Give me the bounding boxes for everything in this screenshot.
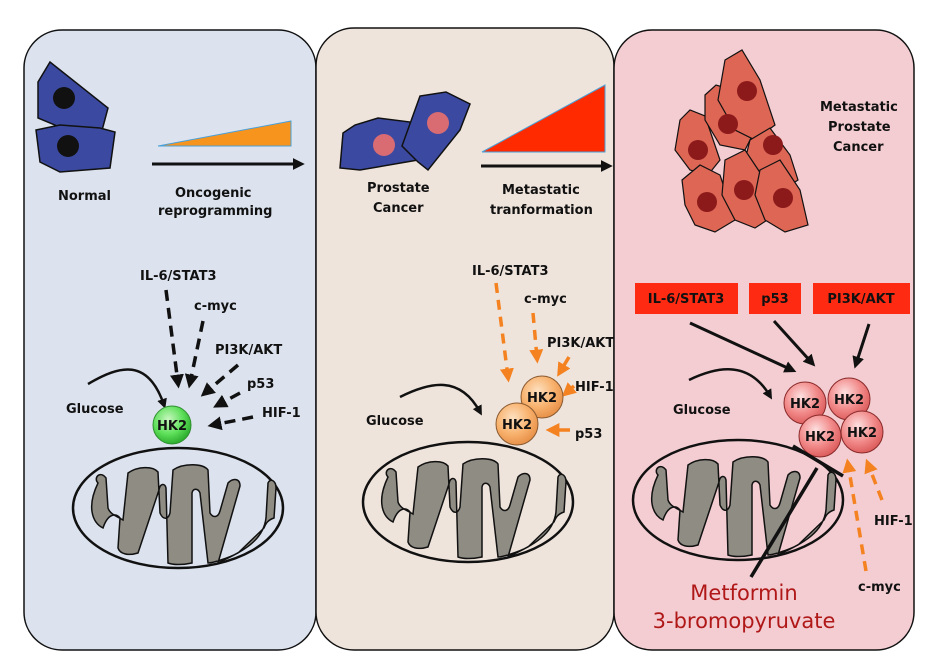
box-il6 bbox=[635, 283, 738, 314]
cancer-cells bbox=[339, 91, 471, 172]
glucose-label-2: Glucose bbox=[366, 414, 424, 429]
glucose-arrow-2 bbox=[399, 383, 482, 416]
hk2-label-3a: HK2 bbox=[790, 397, 820, 412]
normal-label: Normal bbox=[58, 189, 111, 204]
arrow-p53 bbox=[213, 391, 241, 408]
metastatic-label-line2: Prostate bbox=[828, 120, 891, 135]
regulator-pi3k: PI3K/AKT bbox=[215, 343, 282, 358]
prostate-cancer-label-line1: Prostate bbox=[367, 181, 430, 196]
arrow-pi3k bbox=[200, 363, 240, 397]
inhibition-bar bbox=[749, 444, 844, 578]
metastatic-label-line1: Metastatic bbox=[820, 100, 898, 115]
arrow-p53-3 bbox=[772, 319, 816, 367]
regulator-il6-2: IL-6/STAT3 bbox=[472, 264, 549, 279]
inhibitor-3-bromopyruvate: 3-bromopyruvate bbox=[653, 609, 836, 633]
glucose-arrow-1 bbox=[87, 368, 167, 409]
arrow-cmyc-3 bbox=[842, 458, 868, 572]
normal-cells bbox=[35, 60, 116, 173]
arrow-hif1 bbox=[207, 415, 254, 431]
arrow-hif1-3 bbox=[864, 458, 884, 501]
hk2-label: HK2 bbox=[157, 419, 187, 434]
metastatic-transition-line2: tranformation bbox=[490, 203, 593, 218]
regulator-il6: IL-6/STAT3 bbox=[140, 269, 217, 284]
hk2-enzyme bbox=[152, 405, 192, 445]
regulator-cmyc-2: c-myc bbox=[524, 292, 567, 307]
hk2-enzyme-3d bbox=[840, 410, 884, 454]
glucose-arrow-3 bbox=[688, 368, 773, 400]
arrow-pi3k-2 bbox=[557, 356, 571, 377]
hk2-label-2b: HK2 bbox=[502, 418, 532, 433]
arrow-cmyc bbox=[184, 320, 205, 389]
metastatic-cells bbox=[674, 49, 809, 233]
arrow-cmyc-2 bbox=[529, 312, 544, 364]
metastatic-wedge bbox=[481, 84, 606, 153]
box-il6-label: IL-6/STAT3 bbox=[648, 292, 725, 307]
hk2-enzyme-2b bbox=[495, 402, 539, 446]
hk2-label-3d: HK2 bbox=[847, 426, 877, 441]
hk2-label-2a: HK2 bbox=[527, 391, 557, 406]
glucose-label-1: Glucose bbox=[66, 402, 124, 417]
regulator-hif1: HIF-1 bbox=[262, 406, 301, 421]
hk2-enzyme-2a bbox=[520, 375, 564, 419]
oncogenic-label-line1: Oncogenic bbox=[175, 186, 251, 201]
box-pi3k bbox=[813, 283, 910, 314]
hk2-label-3c: HK2 bbox=[805, 430, 835, 445]
inhibitor-metformin: Metformin bbox=[690, 581, 797, 605]
regulator-p53: p53 bbox=[247, 377, 274, 392]
arrow-il6-3 bbox=[689, 321, 797, 373]
regulator-p53-2: p53 bbox=[575, 427, 602, 442]
glucose-label-3: Glucose bbox=[673, 403, 731, 418]
regulator-cmyc: c-myc bbox=[194, 299, 237, 314]
arrow-il6 bbox=[164, 289, 184, 389]
box-p53-label: p53 bbox=[761, 292, 788, 307]
oncogenic-wedge bbox=[157, 120, 292, 147]
hk2-label-3b: HK2 bbox=[834, 393, 864, 408]
regulator-hif1-3: HIF-1 bbox=[874, 514, 913, 529]
oncogenic-label-line2: reprogramming bbox=[158, 204, 272, 219]
regulator-hif1-2: HIF-1 bbox=[575, 380, 614, 395]
regulator-cmyc-3: c-myc bbox=[858, 580, 901, 595]
box-pi3k-label: PI3K/AKT bbox=[827, 292, 894, 307]
regulator-pi3k-2: PI3K/AKT bbox=[547, 336, 614, 351]
arrow-pi3k-3 bbox=[852, 323, 871, 369]
metastatic-label-line3: Cancer bbox=[833, 140, 884, 155]
metastatic-transition-line1: Metastatic bbox=[502, 183, 580, 198]
box-p53 bbox=[749, 283, 801, 314]
prostate-cancer-label-line2: Cancer bbox=[373, 201, 424, 216]
arrow-hif1-2 bbox=[561, 382, 577, 397]
